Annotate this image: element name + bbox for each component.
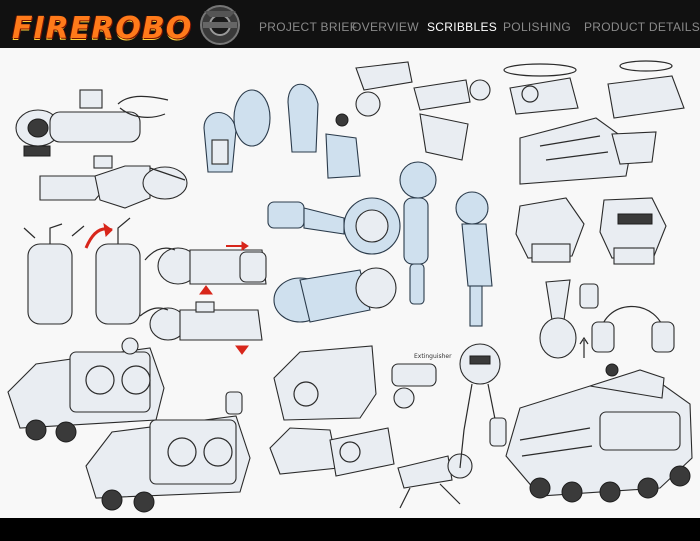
firerobo-logo[interactable]: FIREROBO: [4, 3, 242, 47]
sketch-robot-limbs: [267, 161, 493, 327]
logo-wordmark: FIREROBO: [12, 11, 193, 46]
logo-gear-icon: [200, 5, 240, 45]
sketch-sheet: Extinguisher: [0, 48, 700, 518]
top-navigation-bar: FIREROBO PROJECT BRIEF OVERVIEW SCRIBBLE…: [0, 0, 700, 48]
sketch-robot-heads: [515, 197, 667, 265]
footer-bar: [0, 518, 700, 541]
sketch-extinguisher-cannon: [15, 89, 169, 157]
sketch-arm-assembly: [139, 241, 267, 355]
sketch-cannon-vehicles: [269, 345, 473, 509]
nav-product-details[interactable]: PRODUCT DETAILS: [584, 20, 700, 34]
sketch-pistols: [355, 61, 491, 161]
nav-scribbles[interactable]: SCRIBBLES: [427, 20, 498, 34]
sketch-fire-extinguishers: [23, 217, 141, 325]
sketch-kid-figure: Extinguisher: [391, 343, 507, 469]
sketch-main-fire-truck: [505, 336, 693, 503]
sketch-helmet-studies: [203, 83, 361, 179]
sketch-torch-and-headset: [539, 279, 675, 359]
annotation-note: Extinguisher: [414, 353, 452, 360]
main-nav: PROJECT BRIEF OVERVIEW SCRIBBLES POLISHI…: [250, 0, 700, 48]
nav-overview[interactable]: OVERVIEW: [352, 20, 419, 34]
sketch-helicopter-module: [503, 60, 685, 185]
sketch-folded-arm: [39, 155, 188, 209]
nav-polishing[interactable]: POLISHING: [503, 20, 572, 34]
nav-project-brief[interactable]: PROJECT BRIEF: [259, 20, 358, 34]
sketch-fire-trucks: [7, 337, 251, 513]
concept-sketches: Extinguisher: [7, 60, 693, 513]
